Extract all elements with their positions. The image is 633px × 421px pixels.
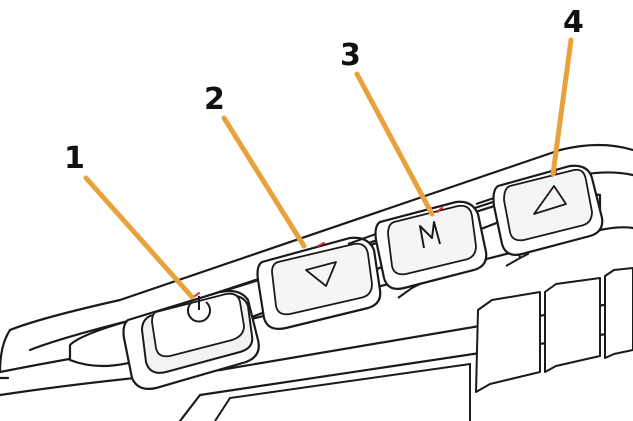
callout-leaders xyxy=(83,37,574,300)
leader-line-4 xyxy=(550,37,574,177)
grip-vents xyxy=(475,267,633,393)
callout-number-1: 1 xyxy=(64,141,85,176)
grip-vent xyxy=(475,291,541,393)
grip-vent xyxy=(544,277,601,373)
callout-number-4: 4 xyxy=(563,5,584,40)
leader-line-2 xyxy=(221,115,307,249)
triangle-down-icon xyxy=(305,261,337,287)
power-button xyxy=(122,289,260,390)
leader-line-3 xyxy=(354,71,435,217)
housing-left-end xyxy=(0,328,12,374)
power-icon xyxy=(187,296,211,323)
leader-line-1 xyxy=(83,175,195,300)
menu-button xyxy=(374,200,488,290)
m-letter-icon xyxy=(419,221,441,249)
housing-top-edge xyxy=(8,143,633,332)
lower-panel xyxy=(214,362,471,421)
callout-number-3: 3 xyxy=(340,38,361,73)
callout-labels: 1 2 3 4 xyxy=(64,5,584,176)
up-button xyxy=(492,164,604,256)
callout-number-2: 2 xyxy=(204,82,225,117)
triangle-up-icon xyxy=(533,185,567,215)
down-button xyxy=(256,236,382,330)
grip-vent xyxy=(604,267,633,359)
